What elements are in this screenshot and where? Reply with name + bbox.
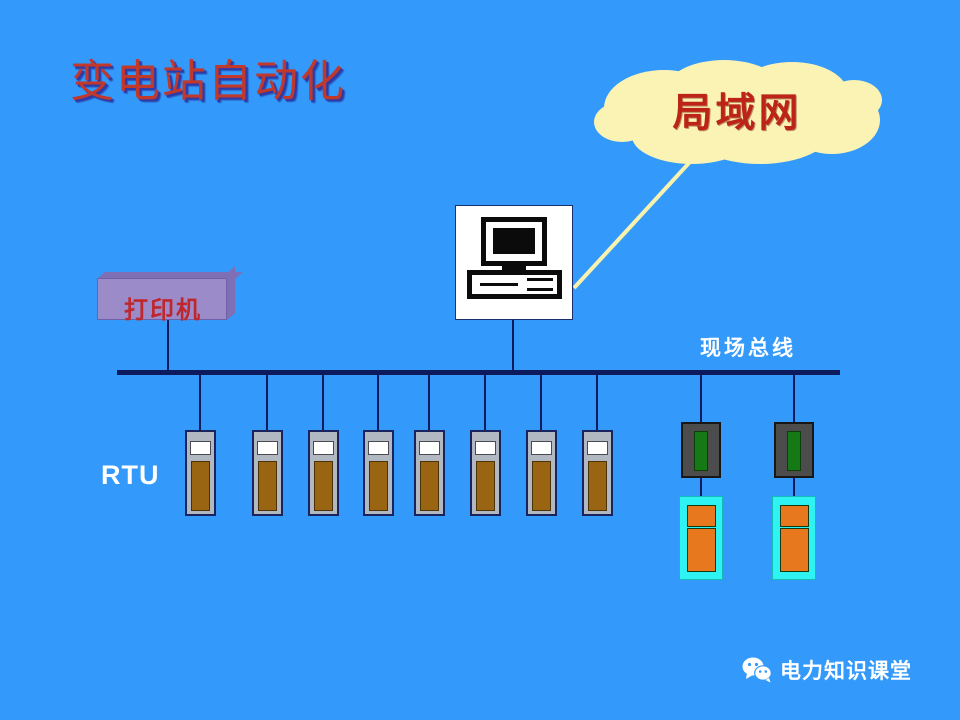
green-module[interactable]	[681, 422, 721, 478]
rtu-device[interactable]	[363, 430, 394, 516]
lan-cloud: 局域网	[592, 56, 882, 168]
base-line-2	[527, 278, 553, 281]
rtu-slot-brown	[420, 461, 439, 511]
rtu-slot-brown	[369, 461, 388, 511]
rtu-slot-white	[587, 441, 608, 455]
rtu-slot-white	[368, 441, 389, 455]
rtu-drop-line	[199, 374, 201, 430]
base-line-3	[527, 288, 553, 291]
rtu-slot-brown	[258, 461, 277, 511]
rtu-device[interactable]	[185, 430, 216, 516]
rtu-slot-brown	[532, 461, 551, 511]
wechat-icon	[742, 657, 772, 683]
monitor-stand	[502, 266, 526, 272]
rtu-drop-line	[377, 374, 379, 430]
orange-module-bottom-block	[687, 528, 716, 572]
green-module-indicator	[787, 431, 801, 471]
rtu-slot-brown	[314, 461, 333, 511]
module-link-line	[793, 478, 795, 496]
computer-drop-line	[512, 320, 514, 372]
rtu-drop-line	[266, 374, 268, 430]
fieldbus-line	[117, 370, 840, 375]
rtu-device[interactable]	[526, 430, 557, 516]
green-module-drop-line	[700, 374, 702, 422]
rtu-device[interactable]	[470, 430, 501, 516]
rtu-drop-line	[540, 374, 542, 430]
printer-front-face: 打印机	[97, 278, 227, 324]
rtu-drop-line	[322, 374, 324, 430]
printer-block: 打印机	[97, 266, 243, 324]
printer-side-face	[227, 266, 235, 320]
rtu-label: RTU	[101, 460, 160, 490]
printer-label: 打印机	[124, 298, 202, 324]
orange-module-bottom-block	[780, 528, 809, 572]
rtu-drop-line	[428, 374, 430, 430]
monitor-screen	[493, 228, 535, 254]
rtu-slot-white	[531, 441, 552, 455]
workstation-computer-icon	[455, 205, 573, 320]
monitor-icon	[481, 217, 547, 266]
green-module-drop-line	[793, 374, 795, 422]
rtu-drop-line	[484, 374, 486, 430]
rtu-drop-line	[596, 374, 598, 430]
rtu-device[interactable]	[582, 430, 613, 516]
rtu-slot-brown	[588, 461, 607, 511]
rtu-device[interactable]	[414, 430, 445, 516]
printer-drop-line	[167, 320, 169, 372]
rtu-slot-white	[313, 441, 334, 455]
watermark-text: 电力知识课堂	[780, 659, 912, 683]
orange-module-top-block	[780, 505, 809, 527]
rtu-slot-white	[190, 441, 211, 455]
base-line-1	[480, 283, 518, 286]
rtu-slot-white	[419, 441, 440, 455]
computer-base-unit	[467, 270, 562, 299]
green-module[interactable]	[774, 422, 814, 478]
rtu-slot-white	[257, 441, 278, 455]
orange-module[interactable]	[679, 496, 723, 580]
page-title: 变电站自动化	[70, 57, 346, 106]
orange-module-top-block	[687, 505, 716, 527]
green-module-indicator	[694, 431, 708, 471]
module-link-line	[700, 478, 702, 496]
rtu-slot-brown	[476, 461, 495, 511]
rtu-slot-brown	[191, 461, 210, 511]
watermark: 电力知识课堂	[742, 655, 912, 685]
orange-module[interactable]	[772, 496, 816, 580]
rtu-device[interactable]	[252, 430, 283, 516]
rtu-slot-white	[475, 441, 496, 455]
fieldbus-label: 现场总线	[700, 336, 796, 360]
cloud-shape	[594, 60, 882, 164]
rtu-device[interactable]	[308, 430, 339, 516]
lan-cloud-label: 局域网	[672, 90, 802, 135]
